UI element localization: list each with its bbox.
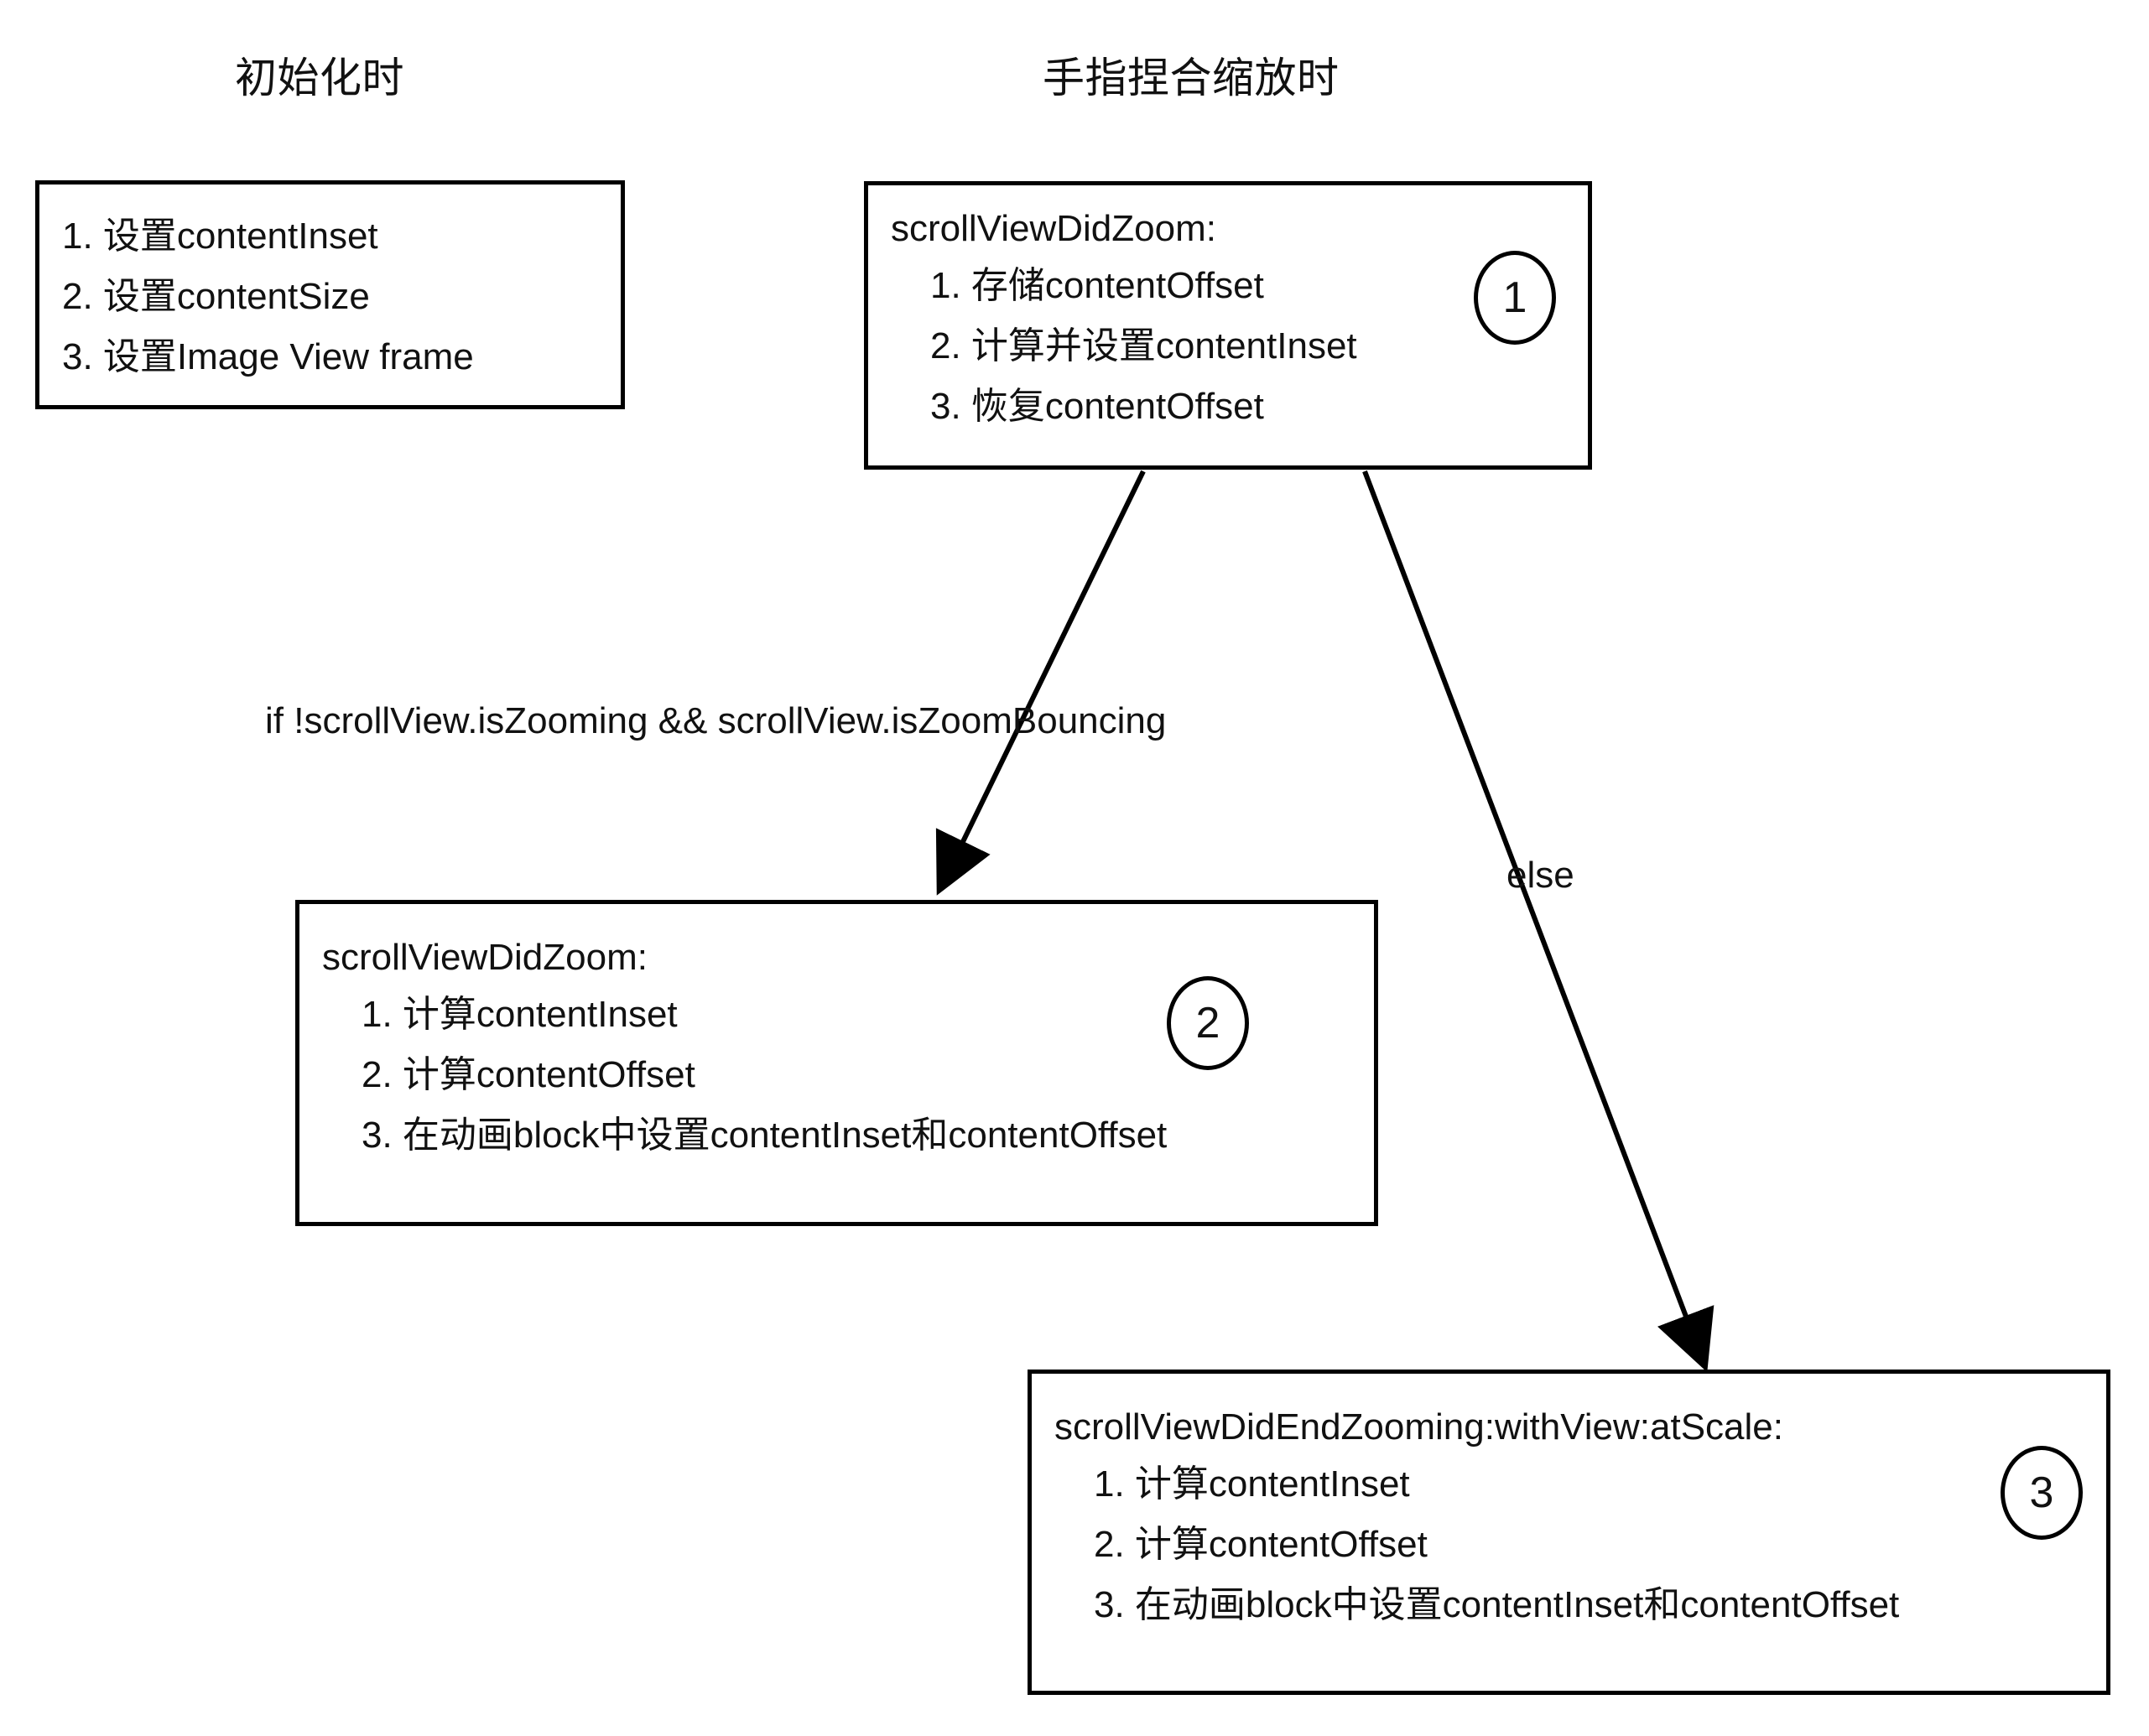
list-item: 3. 在动画block中设置contentInset和contentOffset xyxy=(1094,1584,1900,1625)
step-list-initialization: 1. 设置contentInset 2. 设置contentSize 3. 设置… xyxy=(62,218,474,399)
step-badge-2: 2 xyxy=(1167,976,1249,1070)
step-list-scrollviewdidzoom-1: 1. 存储contentOffset 2. 计算并设置contentInset … xyxy=(930,268,1357,449)
step-badge-3: 3 xyxy=(2001,1446,2083,1540)
node-body-scrollviewdidzoom-1: scrollViewDidZoom: 1. 存储contentOffset 2.… xyxy=(868,185,1588,465)
arrow-else-branch xyxy=(1362,470,1715,1373)
list-item: 3. 在动画block中设置contentInset和contentOffset xyxy=(362,1115,1168,1156)
list-item: 3. 设置Image View frame xyxy=(62,336,474,377)
list-item: 2. 计算contentOffset xyxy=(1094,1524,1428,1565)
edge-label-else: else xyxy=(1506,855,1574,896)
edge-label-if-condition: if !scrollView.isZooming && scrollView.i… xyxy=(265,700,1167,741)
node-title: scrollViewDidZoom: xyxy=(322,937,648,978)
node-box-scrollviewdidzoom-1[interactable]: scrollViewDidZoom: 1. 存储contentOffset 2.… xyxy=(864,181,1592,470)
arrow-if-branch xyxy=(935,470,1146,896)
step-list-scrollviewdidendzooming-3: 1. 计算contentInset 2. 计算contentOffset 3. … xyxy=(1094,1466,1899,1647)
step-badge-number: 2 xyxy=(1195,999,1220,1047)
list-item: 2. 设置contentSize xyxy=(62,276,370,317)
heading-pinch-zoom: 手指捏合缩放时 xyxy=(1043,55,1340,101)
node-body-initialization: 1. 设置contentInset 2. 设置contentSize 3. 设置… xyxy=(39,185,621,405)
node-box-initialization[interactable]: 1. 设置contentInset 2. 设置contentSize 3. 设置… xyxy=(35,180,625,409)
node-box-scrollviewdidzoom-2[interactable]: scrollViewDidZoom: 1. 计算contentInset 2. … xyxy=(295,900,1378,1226)
step-badge-1: 1 xyxy=(1474,251,1556,345)
list-item: 3. 恢复contentOffset xyxy=(930,386,1264,427)
list-item: 1. 存储contentOffset xyxy=(930,265,1264,306)
list-item: 2. 计算contentOffset xyxy=(362,1054,695,1095)
list-item: 1. 设置contentInset xyxy=(62,216,378,257)
node-body-scrollviewdidzoom-2: scrollViewDidZoom: 1. 计算contentInset 2. … xyxy=(299,904,1374,1222)
step-badge-number: 3 xyxy=(2029,1468,2054,1517)
step-list-scrollviewdidzoom-2: 1. 计算contentInset 2. 计算contentOffset 3. … xyxy=(362,996,1167,1177)
node-title: scrollViewDidEndZooming:withView:atScale… xyxy=(1054,1406,1783,1448)
list-item: 1. 计算contentInset xyxy=(1094,1463,1410,1505)
step-badge-number: 1 xyxy=(1502,273,1527,322)
list-item: 2. 计算并设置contentInset xyxy=(930,325,1357,366)
node-body-scrollviewdidendzooming-3: scrollViewDidEndZooming:withView:atScale… xyxy=(1032,1374,2106,1691)
node-title: scrollViewDidZoom: xyxy=(891,208,1216,249)
heading-initialization: 初始化时 xyxy=(235,55,404,101)
list-item: 1. 计算contentInset xyxy=(362,994,678,1035)
node-box-scrollviewdidendzooming-3[interactable]: scrollViewDidEndZooming:withView:atScale… xyxy=(1028,1370,2110,1695)
